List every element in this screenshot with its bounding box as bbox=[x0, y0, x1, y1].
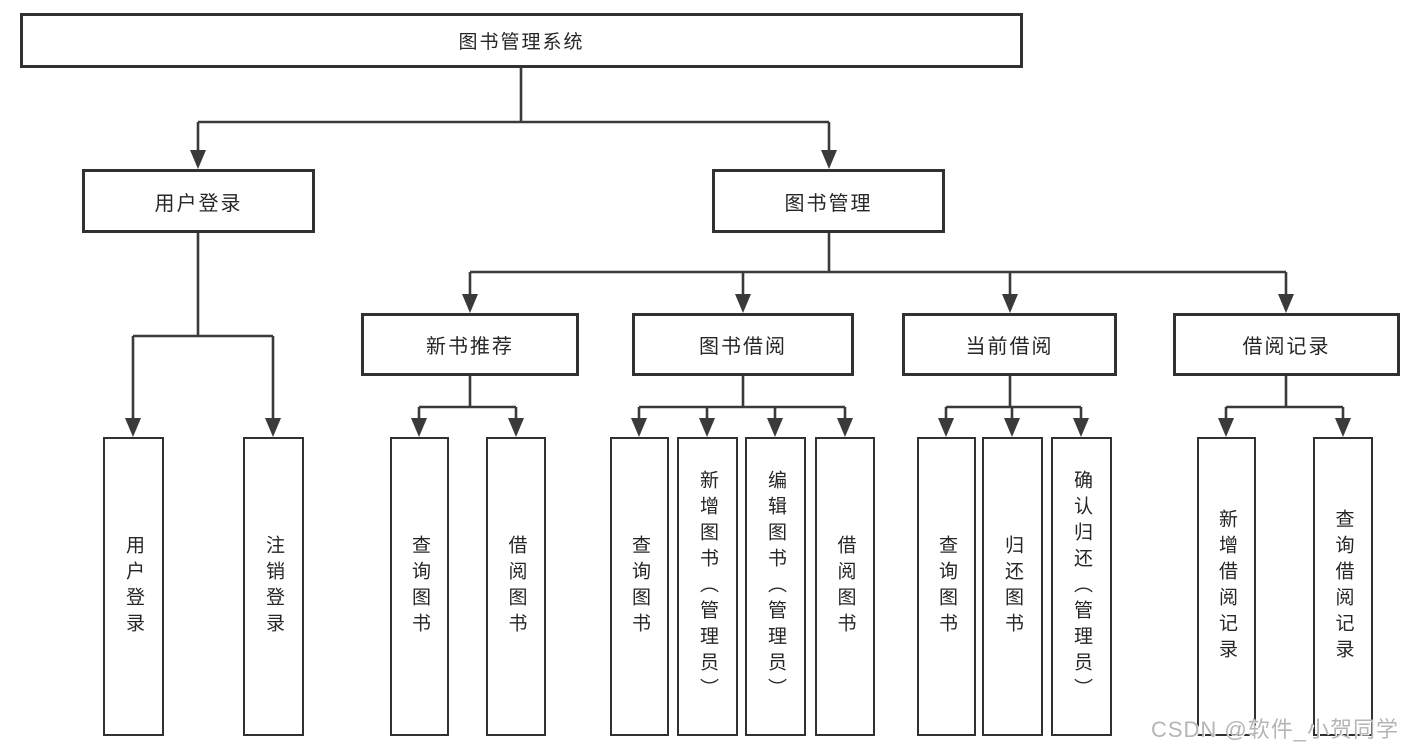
node-borrowing-records: 借阅记录 bbox=[1173, 313, 1400, 376]
leaf-confirm-return-admin: 确认归还（管理员） bbox=[1051, 437, 1112, 736]
leaf-return-books-label: 归还图书 bbox=[1002, 534, 1023, 639]
node-borrowing-records-label: 借阅记录 bbox=[1242, 336, 1331, 358]
leaf-edit-books-admin: 编辑图书（管理员） bbox=[745, 437, 806, 736]
node-current-borrowing: 当前借阅 bbox=[902, 313, 1117, 376]
node-book-borrowing: 图书借阅 bbox=[632, 313, 854, 376]
csdn-watermark: CSDN @软件_小贺同学 bbox=[1150, 717, 1399, 742]
leaf-add-borrow-record-label: 新增借阅记录 bbox=[1216, 508, 1237, 665]
leaf-add-borrow-record: 新增借阅记录 bbox=[1197, 437, 1256, 736]
leaf-query-books-1: 查询图书 bbox=[390, 437, 449, 736]
node-user-login: 用户登录 bbox=[82, 169, 315, 233]
leaf-query-books-2: 查询图书 bbox=[610, 437, 669, 736]
leaf-return-books: 归还图书 bbox=[982, 437, 1043, 736]
leaf-query-borrow-record: 查询借阅记录 bbox=[1313, 437, 1373, 736]
node-book-management-label: 图书管理 bbox=[784, 192, 873, 215]
leaf-logout: 注销登录 bbox=[243, 437, 304, 736]
leaf-add-books-admin: 新增图书（管理员） bbox=[677, 437, 738, 736]
leaf-borrow-books-2: 借阅图书 bbox=[815, 437, 875, 736]
node-book-management: 图书管理 bbox=[712, 169, 945, 233]
leaf-edit-books-admin-label: 编辑图书（管理员） bbox=[765, 469, 786, 704]
node-book-borrowing-label: 图书借阅 bbox=[699, 336, 787, 358]
leaf-borrow-books-1-label: 借阅图书 bbox=[505, 534, 527, 639]
leaf-user-login: 用户登录 bbox=[103, 437, 164, 736]
leaf-query-books-1-label: 查询图书 bbox=[409, 534, 430, 639]
node-current-borrowing-label: 当前借阅 bbox=[965, 336, 1054, 358]
leaf-borrow-books-2-label: 借阅图书 bbox=[834, 534, 856, 639]
leaf-query-borrow-record-label: 查询借阅记录 bbox=[1332, 508, 1354, 665]
leaf-add-books-admin-label: 新增图书（管理员） bbox=[697, 469, 718, 704]
node-new-book-recommend-label: 新书推荐 bbox=[426, 336, 514, 358]
leaf-logout-label: 注销登录 bbox=[263, 534, 284, 639]
leaf-borrow-books-1: 借阅图书 bbox=[486, 437, 546, 736]
leaf-confirm-return-admin-label: 确认归还（管理员） bbox=[1071, 469, 1092, 704]
leaf-query-books-3: 查询图书 bbox=[917, 437, 976, 736]
node-new-book-recommend: 新书推荐 bbox=[361, 313, 579, 376]
leaf-query-books-2-label: 查询图书 bbox=[629, 534, 650, 639]
leaf-query-books-3-label: 查询图书 bbox=[936, 534, 957, 639]
node-user-login-label: 用户登录 bbox=[154, 192, 243, 215]
root-node-library-system: 图书管理系统 bbox=[20, 13, 1023, 68]
root-node-label: 图书管理系统 bbox=[458, 32, 585, 53]
leaf-user-login-label: 用户登录 bbox=[123, 534, 144, 639]
